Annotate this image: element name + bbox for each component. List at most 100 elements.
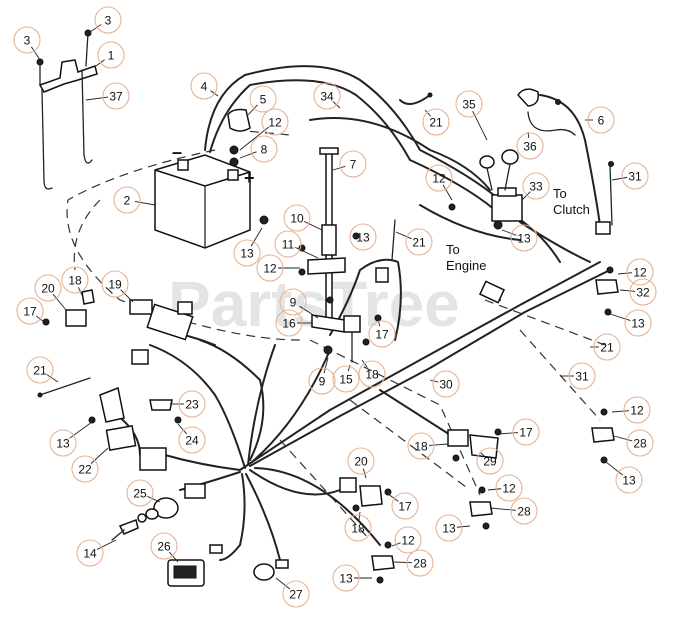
callout-number: 28 (517, 505, 531, 519)
callout-28: 28 (613, 429, 654, 457)
callout-20: 20 (34, 274, 67, 311)
callout-number: 4 (201, 80, 208, 94)
callout-leader (617, 272, 633, 275)
callout-8: 8 (239, 135, 278, 163)
callout-number: 37 (109, 90, 123, 104)
callout-circle (16, 297, 44, 325)
callout-13: 13 (349, 223, 377, 251)
callout-number: 8 (261, 143, 268, 157)
callout-number: 14 (83, 547, 97, 561)
callout-number: 12 (263, 262, 277, 276)
callout-number: 23 (185, 398, 199, 412)
callout-17: 17 (368, 319, 396, 348)
callout-leader (96, 539, 117, 550)
callout-circle (308, 367, 336, 395)
watermark: PartsTree (168, 268, 460, 340)
callout-leader (323, 357, 329, 374)
callout-leader (395, 231, 412, 240)
callout-circle (455, 90, 483, 118)
callout-14: 14 (76, 539, 117, 567)
callout-circle (587, 106, 615, 134)
mounting-bracket (36, 29, 98, 190)
callout-number: 13 (356, 231, 370, 245)
callout-number: 13 (240, 247, 254, 261)
callout-number: 32 (636, 286, 650, 300)
callout-leader (497, 432, 519, 435)
battery: – + (154, 142, 255, 249)
callout-circle (391, 492, 419, 520)
callout-number: 12 (630, 404, 644, 418)
callout-circle (178, 390, 206, 418)
callout-leader (147, 495, 161, 503)
callout-circle (190, 72, 218, 100)
fuse-holder-36 (517, 88, 576, 136)
callout-21: 21 (26, 356, 59, 384)
callout-1: 1 (95, 41, 125, 69)
callout-number: 19 (108, 278, 122, 292)
callout-leader (619, 289, 636, 292)
battery-plus-label: + (244, 168, 255, 188)
callout-number: 13 (339, 572, 353, 586)
callout-circle (435, 514, 463, 542)
callout-33: 33 (521, 172, 550, 201)
callout-leader (501, 229, 517, 236)
callout-11: 11 (274, 230, 319, 259)
callout-18: 18 (61, 266, 89, 296)
callout-number: 13 (56, 437, 70, 451)
connectors (42, 221, 611, 512)
harness-clip-28-upper (591, 408, 615, 464)
callout-leader (275, 577, 291, 590)
callout-number: 17 (375, 328, 389, 342)
callout-circle (279, 288, 307, 316)
callout-leader (424, 109, 431, 117)
ignition-switch (111, 497, 179, 541)
callout-2: 2 (113, 186, 156, 214)
callout-leader (521, 191, 531, 201)
callout-13: 13 (501, 224, 538, 252)
callout-28: 28 (489, 497, 538, 525)
callout-24: 24 (177, 423, 206, 454)
callout-number: 20 (41, 282, 55, 296)
callout-circle (629, 278, 657, 306)
callout-circle (250, 135, 278, 163)
callout-18: 18 (358, 359, 386, 388)
callout-circle (432, 370, 460, 398)
callout-number: 21 (600, 341, 614, 355)
callout-number: 21 (33, 364, 47, 378)
callout-leader (89, 24, 102, 33)
callout-circle (626, 429, 654, 457)
callout-30: 30 (429, 370, 460, 398)
callout-number: 27 (289, 588, 303, 602)
callout-circle (249, 85, 277, 113)
callout-number: 3 (24, 34, 31, 48)
callout-leader (611, 176, 628, 181)
callout-number: 34 (320, 90, 334, 104)
to-clutch-label-line1: To (553, 186, 567, 201)
callout-number: 21 (429, 116, 443, 130)
callout-circle (13, 26, 41, 54)
callout-13: 13 (609, 309, 652, 337)
callout-circle (282, 580, 310, 608)
callout-number: 13 (442, 522, 456, 536)
callout-circle (283, 204, 311, 232)
callout-circle (568, 362, 596, 390)
callout-number: 7 (350, 158, 357, 172)
callout-circle (623, 396, 651, 424)
callout-number: 28 (633, 437, 647, 451)
to-clutch-label-line2: Clutch (553, 202, 590, 217)
callout-circle (313, 82, 341, 110)
callout-number: 1 (108, 49, 115, 63)
callout-number: 35 (462, 98, 476, 112)
interlock-rod-assembly (298, 147, 360, 355)
callout-number: 18 (68, 274, 82, 288)
callout-leader (456, 525, 471, 528)
callout-leader (358, 511, 361, 521)
callout-circle (178, 426, 206, 454)
to-engine-label-line2: Engine (446, 258, 486, 273)
callout-17: 17 (497, 418, 540, 446)
callout-circle (102, 82, 130, 110)
callout-12: 12 (239, 108, 289, 151)
callout-leader (85, 96, 109, 101)
callout-9: 9 (279, 288, 319, 319)
callout-15: 15 (332, 364, 360, 393)
